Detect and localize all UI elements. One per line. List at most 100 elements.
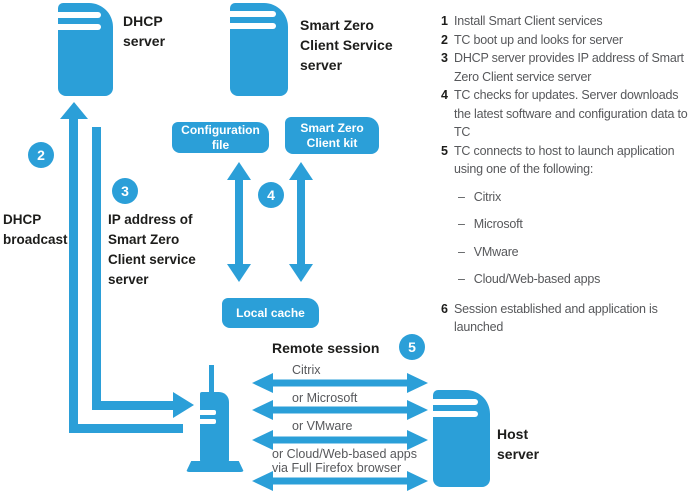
legend-step-number: 5 — [441, 143, 448, 158]
thin-client-base — [186, 461, 244, 472]
legend-step-4: 4 TC checks for updates. Server download… — [441, 86, 689, 142]
arrow-head-left-icon — [252, 471, 273, 491]
bullet-dash: – — [458, 189, 465, 204]
arrow-shaft — [269, 477, 411, 485]
legend-bullet-citrix: – Citrix — [458, 188, 689, 207]
ip-address-label-line: IP address of — [108, 212, 193, 227]
arrow-head-down-icon — [289, 264, 313, 282]
legend-step-3: 3 DHCP server provides IP address of Sma… — [441, 49, 689, 86]
arrow-shaft — [269, 436, 411, 444]
legend-step-text: TC boot up and looks for server — [454, 32, 623, 47]
smart-zero-client-kit-label-line: Smart Zero — [300, 120, 364, 135]
channel-label-cloud-line: or Cloud/Web-based apps — [272, 447, 417, 461]
arrow-head-left-icon — [252, 373, 273, 393]
legend-step-number: 4 — [441, 88, 448, 102]
host-server-label: Host server — [497, 424, 539, 464]
configuration-file-label: Configuration file — [181, 122, 260, 152]
local-cache-box: Local cache — [222, 298, 319, 328]
legend-bullet-cloud: – Cloud/Web-based apps — [458, 270, 689, 289]
server-slot — [58, 24, 101, 30]
sync-arrow-left — [227, 162, 251, 282]
arrow-shaft — [297, 177, 305, 267]
step-badge-3: 3 — [112, 178, 138, 204]
channel-label-microsoft: or Microsoft — [292, 391, 358, 405]
arrow-head-up-icon — [289, 162, 313, 180]
ip-address-label-line: Smart Zero — [108, 232, 180, 247]
legend-step-number: 3 — [441, 51, 448, 65]
remote-arrow-vmware — [252, 430, 428, 450]
legend-bullet-vmware: – VMware — [458, 243, 689, 262]
legend-step-number: 1 — [441, 14, 448, 28]
legend-step-1: 1 Install Smart Client services — [441, 12, 689, 31]
configuration-file-box: Configuration file — [172, 122, 269, 153]
legend-step-number: 6 — [441, 301, 448, 316]
host-server-label-line: Host — [497, 426, 529, 442]
arrow-shaft — [235, 177, 243, 267]
legend-step-number: 2 — [441, 32, 448, 47]
ip-address-label-line: server — [108, 272, 149, 287]
arrow-head-left-icon — [252, 400, 273, 420]
arrow-head-left-icon — [252, 430, 273, 450]
legend: 1 Install Smart Client services 2 TC boo… — [441, 12, 689, 337]
legend-bullet-text: Cloud/Web-based apps — [473, 272, 601, 286]
dhcp-broadcast-arrowhead-icon — [60, 102, 88, 119]
server-slot — [58, 12, 101, 18]
local-cache-label: Local cache — [236, 305, 305, 320]
dhcp-server-label-line: DHCP — [123, 13, 163, 29]
channel-label-vmware: or VMware — [292, 419, 353, 433]
dhcp-server-label-line: server — [123, 33, 166, 49]
legend-bullet-text: Microsoft — [473, 217, 523, 231]
step-badge-4: 4 — [258, 182, 284, 208]
thin-client-slot — [200, 419, 216, 424]
bullet-dash: – — [458, 272, 465, 286]
dhcp-broadcast-label-line: DHCP — [3, 212, 42, 227]
dhcp-server-label: DHCP server — [123, 11, 165, 51]
host-server-icon — [433, 390, 490, 487]
bullet-dash: – — [458, 244, 465, 259]
smart-zero-server-label: Smart Zero Client Service server — [300, 15, 393, 75]
remote-arrow-citrix — [252, 373, 428, 393]
smart-zero-server-label-line: Client Service — [300, 37, 393, 53]
step-badge-5: 5 — [399, 334, 425, 360]
smart-zero-server-label-line: server — [300, 57, 343, 73]
server-slot — [230, 23, 276, 29]
smart-zero-server-label-line: Smart Zero — [300, 17, 374, 33]
bullet-dash: – — [458, 217, 465, 231]
remote-arrow-microsoft — [252, 400, 428, 420]
channel-label-citrix: Citrix — [292, 363, 321, 377]
dhcp-server-icon — [58, 3, 113, 96]
server-slot — [433, 411, 478, 417]
ip-address-line — [92, 127, 101, 410]
thin-client-antenna — [209, 365, 214, 393]
legend-step-text: DHCP server provides IP address of Smart… — [454, 51, 684, 84]
ip-address-arrowhead-icon — [173, 392, 194, 418]
legend-step-6: 6 Session established and application is… — [441, 300, 689, 337]
ip-address-label: IP address of Smart Zero Client service … — [108, 210, 196, 290]
legend-step-text: TC checks for updates. Server downloads … — [454, 88, 688, 139]
dhcp-broadcast-label-line: broadcast — [3, 232, 68, 247]
server-slot — [230, 11, 276, 17]
step-badge-2: 2 — [28, 142, 54, 168]
sync-arrow-right — [289, 162, 313, 282]
legend-bullet-microsoft: – Microsoft — [458, 215, 689, 234]
channel-label-cloud-line: via Full Firefox browser — [272, 460, 402, 475]
arrow-head-right-icon — [407, 400, 428, 420]
arrow-head-right-icon — [407, 373, 428, 393]
thin-client-slot — [200, 410, 216, 415]
legend-bullet-text: VMware — [473, 244, 519, 259]
dhcp-broadcast-label: DHCP broadcast — [3, 210, 68, 250]
legend-step-text: TC connects to host to launch applicatio… — [454, 143, 675, 177]
dhcp-broadcast-line — [69, 118, 78, 433]
thin-client-icon — [200, 392, 229, 462]
legend-step-text: Session established and application is l… — [454, 301, 658, 335]
channel-label-cloud: or Cloud/Web-based apps via Full Firefox… — [272, 447, 417, 475]
smart-zero-client-kit-label-line: Client kit — [306, 135, 358, 150]
host-server-label-line: server — [497, 446, 540, 462]
arrow-head-down-icon — [227, 264, 251, 282]
ip-address-label-line: Client service — [108, 252, 196, 267]
dhcp-broadcast-line — [69, 424, 183, 433]
arrow-head-right-icon — [407, 430, 428, 450]
arrow-head-right-icon — [407, 471, 428, 491]
arrow-shaft — [269, 406, 411, 414]
